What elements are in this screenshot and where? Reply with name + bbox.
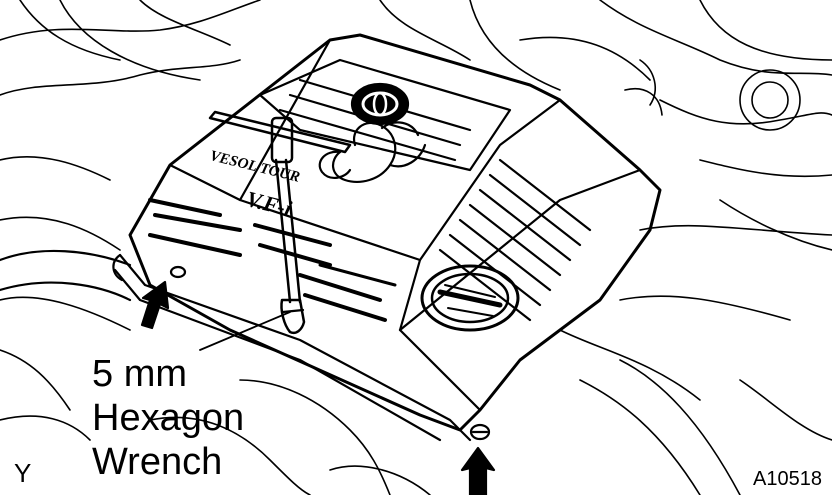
bolt-icon	[169, 265, 491, 441]
leader-line	[199, 311, 291, 351]
emblem-icon	[350, 82, 410, 126]
hand-illustration	[0, 121, 427, 302]
figure-id: A10518	[753, 468, 822, 490]
oil-cap-icon	[420, 264, 520, 332]
corner-mark: Y	[14, 458, 32, 488]
tool-callout-type: Hexagon	[92, 397, 245, 439]
tool-callout: 5 mm Hexagon Wrench	[92, 352, 244, 484]
hexagon-wrench	[208, 110, 352, 335]
arrow-up-icon	[140, 280, 496, 495]
tool-callout-size: 5 mm	[92, 353, 187, 395]
engine-cover	[112, 33, 662, 442]
tool-callout-tool: Wrench	[92, 441, 223, 483]
